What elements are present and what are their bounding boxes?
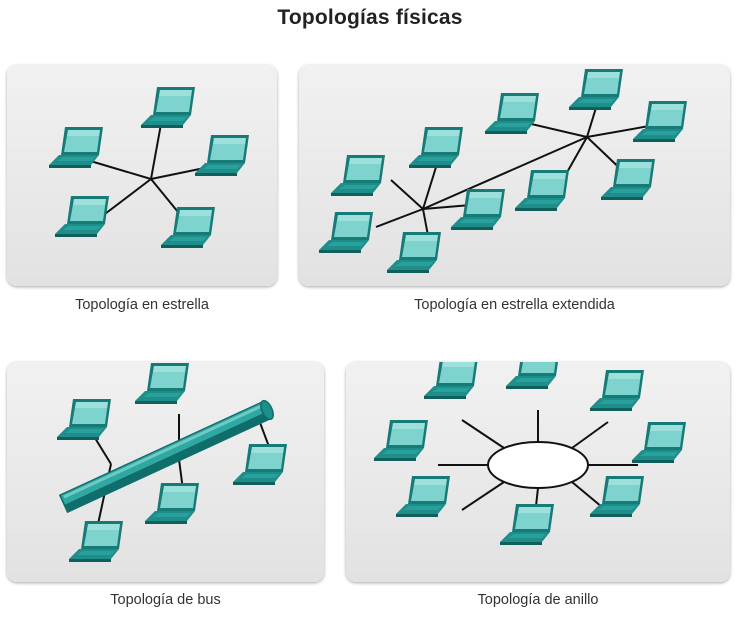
laptop-icon: [396, 476, 450, 517]
link: [375, 208, 424, 228]
link: [461, 419, 505, 449]
panel-star: [7, 65, 277, 286]
panel-bus: [7, 362, 324, 582]
laptop-icon: [515, 170, 569, 211]
laptop-icon: [319, 212, 373, 253]
laptop-icon: [633, 101, 687, 142]
link: [422, 204, 472, 210]
drop-link: [94, 437, 112, 465]
extended-star-nodes: [319, 69, 687, 273]
link: [86, 159, 152, 180]
backbone-link: [422, 136, 588, 210]
laptop-icon: [69, 521, 123, 562]
diagram-title: Topologías físicas: [277, 6, 463, 29]
laptop-icon: [57, 399, 111, 440]
laptop-icon: [590, 370, 644, 411]
laptop-icon: [161, 207, 215, 248]
laptop-icon: [451, 189, 505, 230]
panel-ring: [346, 362, 730, 582]
laptop-icon: [485, 93, 539, 134]
caption-bus: Topología de bus: [110, 592, 221, 608]
laptop-icon: [135, 363, 189, 404]
laptop-icon: [387, 232, 441, 273]
laptop-icon: [409, 127, 463, 168]
laptop-icon: [500, 504, 554, 545]
laptop-icon: [195, 135, 249, 176]
caption-star: Topología en estrella: [75, 297, 209, 313]
extended-star-diagram: [319, 69, 687, 273]
laptop-icon: [331, 155, 385, 196]
laptop-icon: [424, 362, 478, 399]
caption-ring: Topología de anillo: [477, 592, 599, 608]
bus-diagram: [57, 363, 287, 562]
link: [586, 124, 656, 138]
link: [461, 481, 505, 511]
link: [571, 421, 609, 449]
laptop-icon: [141, 87, 195, 128]
bus-cable: [58, 399, 274, 514]
link: [390, 179, 424, 210]
bus-cable-end: [260, 399, 274, 421]
caption-extended-star: Topología en estrella extendida: [414, 297, 615, 313]
panel-extended-star: [299, 65, 730, 286]
star-nodes: [49, 87, 249, 248]
link: [526, 122, 588, 138]
laptop-icon: [590, 476, 644, 517]
laptop-icon: [569, 69, 623, 110]
laptop-icon: [632, 422, 686, 463]
laptop-icon: [601, 159, 655, 200]
laptop-icon: [55, 196, 109, 237]
ring: [487, 441, 589, 489]
laptop-icon: [374, 420, 428, 461]
laptop-icon: [233, 444, 287, 485]
laptop-icon: [506, 362, 560, 389]
ring-diagram: [374, 362, 686, 545]
laptop-icon: [145, 483, 199, 524]
star-diagram: [49, 87, 249, 248]
